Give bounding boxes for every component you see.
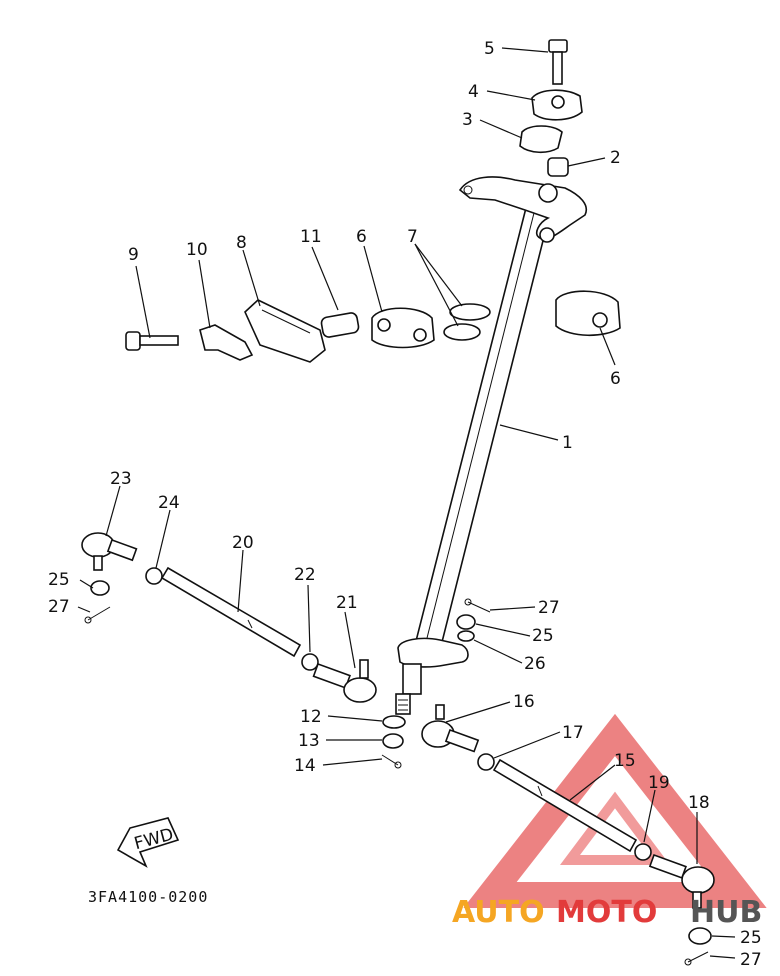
label-15: 15 [614,751,636,771]
watermark-logo [463,713,767,908]
leader-lines [77,47,736,959]
collar-11 [320,312,360,338]
clamp-4 [531,89,583,121]
label-26: 26 [524,654,546,674]
watermark-part3: HUB [690,895,762,930]
label-19: 19 [648,773,670,793]
label-8: 8 [236,233,247,253]
nut-22 [301,653,319,671]
label-13: 13 [298,731,320,751]
washer-26 [457,630,475,642]
label-10: 10 [186,240,208,260]
label-17: 17 [562,723,584,743]
nut-17 [477,753,495,771]
label-7: 7 [407,227,418,247]
bolt-9 [125,331,179,351]
bolt-5 [548,39,568,85]
label-20: 20 [232,533,254,553]
nut-24 [145,567,163,585]
label-1: 1 [562,433,573,453]
label-21: 21 [336,593,358,613]
nut-25-left [90,580,110,596]
label-12: 12 [300,707,322,727]
bushing-3 [519,125,563,154]
nut-25-bottom [688,927,712,945]
tie-rod-end-21 [312,659,377,703]
holder-6-left [371,307,435,349]
nut-19 [634,843,652,861]
label-16: 16 [513,692,535,712]
steering-shaft [395,176,587,715]
label-5: 5 [484,39,495,59]
label-27-bottom: 27 [740,950,762,970]
diagram-code: 3FA4100-0200 [88,888,208,906]
label-25-left: 25 [48,570,70,590]
watermark-text: AUTO MOTO HUB [452,895,762,930]
cotter-pin-27-bottom [684,951,709,966]
label-14: 14 [294,756,316,776]
watermark-part1: AUTO [452,895,545,930]
cotter-pin-14 [381,754,402,769]
tie-rod-end-18 [648,853,715,909]
collar-2 [547,157,569,177]
label-2: 2 [610,148,621,168]
watermark-part2: MOTO [556,895,657,930]
washers-7 [443,303,491,341]
holder-6-right [555,290,621,337]
label-24: 24 [158,493,180,513]
nut-25-right [456,614,476,630]
nut-13 [382,733,404,749]
cotter-pin-27-left [84,606,111,624]
lock-plate-8 [244,299,326,363]
label-6-right: 6 [610,369,621,389]
washer-12 [382,715,406,729]
plate-10 [199,324,254,361]
label-3: 3 [462,110,473,130]
cotter-pin-27-right [464,598,491,613]
label-25-right: 25 [532,626,554,646]
label-11: 11 [300,227,322,247]
label-22: 22 [294,565,316,585]
label-25-bottom: 25 [740,928,762,948]
tie-rod-15 [492,758,638,853]
label-6-left: 6 [356,227,367,247]
label-4: 4 [468,82,479,102]
label-18: 18 [688,793,710,813]
part-labels: 5 4 3 2 9 10 8 11 6 7 6 1 23 24 20 25 27… [48,39,762,970]
label-23: 23 [110,469,132,489]
label-27-left: 27 [48,597,70,617]
tie-rod-20 [160,566,302,658]
label-9: 9 [128,245,139,265]
tie-rod-end-16 [421,704,480,753]
tie-rod-end-23 [81,532,138,571]
label-27-right: 27 [538,598,560,618]
fwd-arrow: FWD [116,817,180,868]
